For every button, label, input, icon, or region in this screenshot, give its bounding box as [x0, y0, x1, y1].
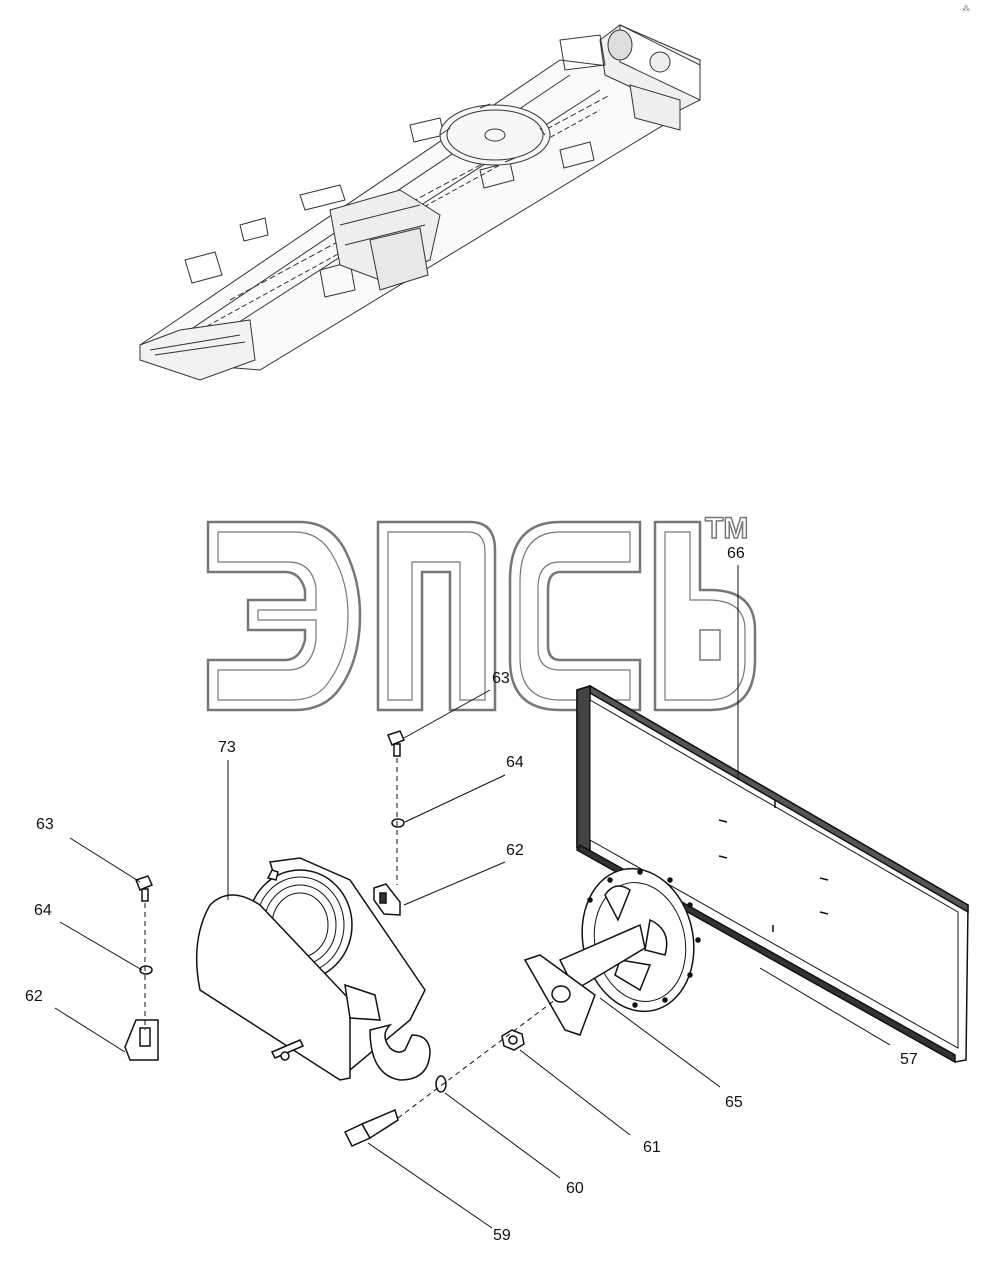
label-59: 59	[493, 1227, 511, 1244]
label-64-top: 64	[506, 754, 524, 771]
bracket-65	[523, 867, 701, 1036]
label-62-top: 62	[506, 842, 524, 859]
washer-64-left	[139, 965, 153, 975]
label-61: 61	[643, 1139, 661, 1156]
watermark-logo	[206, 520, 757, 712]
label-57: 57	[900, 1051, 918, 1068]
bracket-62-top	[373, 883, 401, 916]
watermark-tm: TM	[704, 512, 749, 545]
label-65: 65	[725, 1094, 743, 1111]
bracket-62-left	[124, 1019, 159, 1061]
leader-lines	[54, 565, 891, 1229]
label-63-top: 63	[492, 670, 510, 687]
chassis-overview	[139, 24, 701, 381]
bolt-59	[343, 1108, 399, 1147]
label-62-left: 62	[25, 988, 43, 1005]
label-63-left: 63	[36, 816, 54, 833]
corner-mark: ⁂	[962, 4, 970, 13]
label-60: 60	[566, 1180, 584, 1197]
label-73: 73	[218, 739, 236, 756]
plate-slots	[718, 800, 829, 932]
winch-73	[195, 857, 431, 1081]
nut-61	[501, 1029, 525, 1051]
washer-64-top	[391, 818, 405, 828]
label-66: 66	[727, 545, 745, 562]
assembly-lines	[144, 758, 556, 1119]
label-64-left: 64	[34, 902, 52, 919]
washer-60	[435, 1075, 447, 1093]
bolt-63-left	[135, 875, 153, 902]
bolt-63-top	[387, 730, 405, 757]
